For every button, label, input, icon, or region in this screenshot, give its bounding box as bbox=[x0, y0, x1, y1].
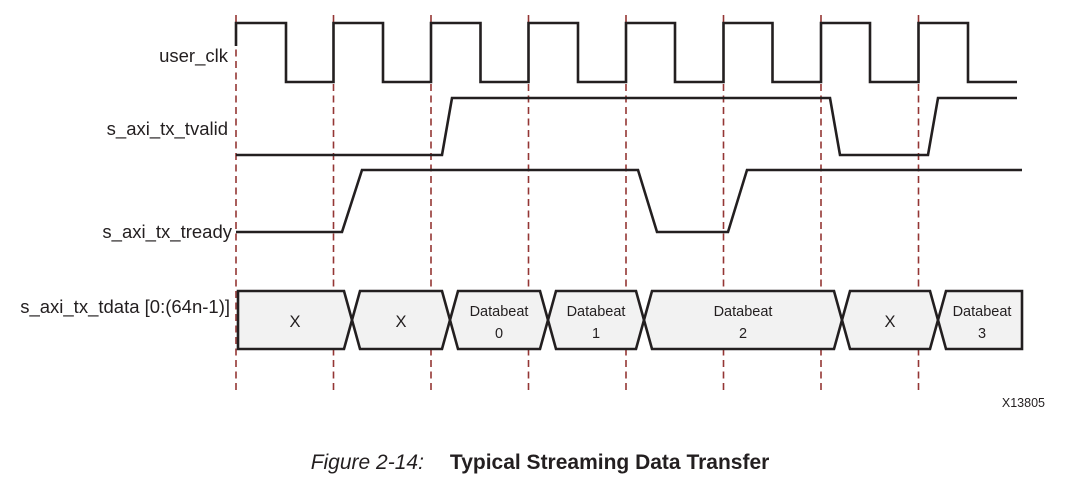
tdata-bus: X X Databeat 0 Databeat 1 Databeat 2 X D… bbox=[236, 289, 1024, 351]
bus-segment-label: Databeat bbox=[567, 304, 626, 320]
bus-segment-label: Databeat bbox=[470, 304, 529, 320]
user-clk-waveform bbox=[234, 21, 1017, 84]
figure-watermark: X13805 bbox=[1002, 396, 1045, 410]
figure-caption: Figure 2-14: Typical Streaming Data Trans… bbox=[0, 451, 1080, 475]
tvalid-waveform bbox=[236, 96, 1017, 157]
bus-segment bbox=[236, 289, 354, 351]
bus-segment-label: X bbox=[884, 313, 895, 331]
timing-diagram: user_clk s_axi_tx_tvalid s_axi_tx_tready… bbox=[20, 15, 1045, 410]
bus-segment-label: X bbox=[289, 313, 300, 331]
bus-segment-label: 2 bbox=[739, 326, 747, 342]
bus-segment-label: Databeat bbox=[714, 304, 773, 320]
figure-caption-label: Figure 2-14: bbox=[310, 451, 424, 474]
signal-label-tvalid: s_axi_tx_tvalid bbox=[107, 118, 228, 140]
figure-caption-title: Typical Streaming Data Transfer bbox=[449, 451, 770, 474]
bus-segment-label: X bbox=[395, 313, 406, 331]
bus-segment-label: 0 bbox=[495, 326, 503, 342]
bus-segment-label: Databeat bbox=[953, 304, 1012, 320]
bus-segment bbox=[936, 289, 1024, 351]
signal-label-tready: s_axi_tx_tready bbox=[102, 221, 232, 243]
signal-label-tdata: s_axi_tx_tdata [0:(64n-1)] bbox=[20, 296, 230, 318]
tready-waveform bbox=[236, 168, 1022, 234]
signal-label-user-clk: user_clk bbox=[159, 45, 229, 67]
bus-segment-label: 3 bbox=[978, 326, 986, 342]
bus-segment-label: 1 bbox=[592, 326, 600, 342]
